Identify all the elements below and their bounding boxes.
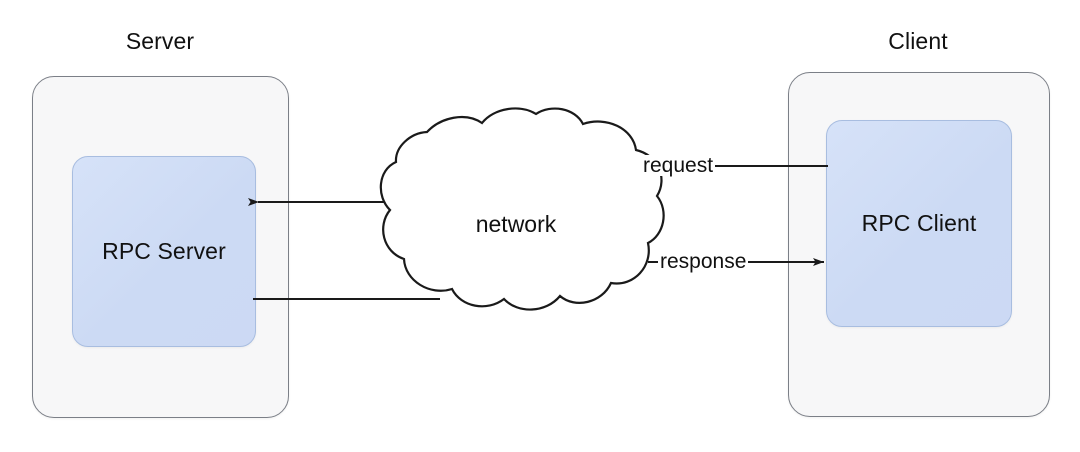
client-group-label: Client	[888, 28, 948, 54]
network-cloud-label: network	[476, 211, 557, 237]
rpc-client-node[interactable]: RPC Client	[826, 120, 1012, 327]
request-edge-label: request	[641, 154, 716, 177]
rpc-server-label: RPC Server	[102, 238, 226, 264]
rpc-client-label: RPC Client	[861, 210, 977, 236]
response-edge-label: response	[658, 250, 749, 273]
rpc-server-node[interactable]: RPC Server	[72, 156, 256, 347]
server-group-label: Server	[125, 28, 195, 54]
network-cloud-shape	[379, 107, 665, 311]
